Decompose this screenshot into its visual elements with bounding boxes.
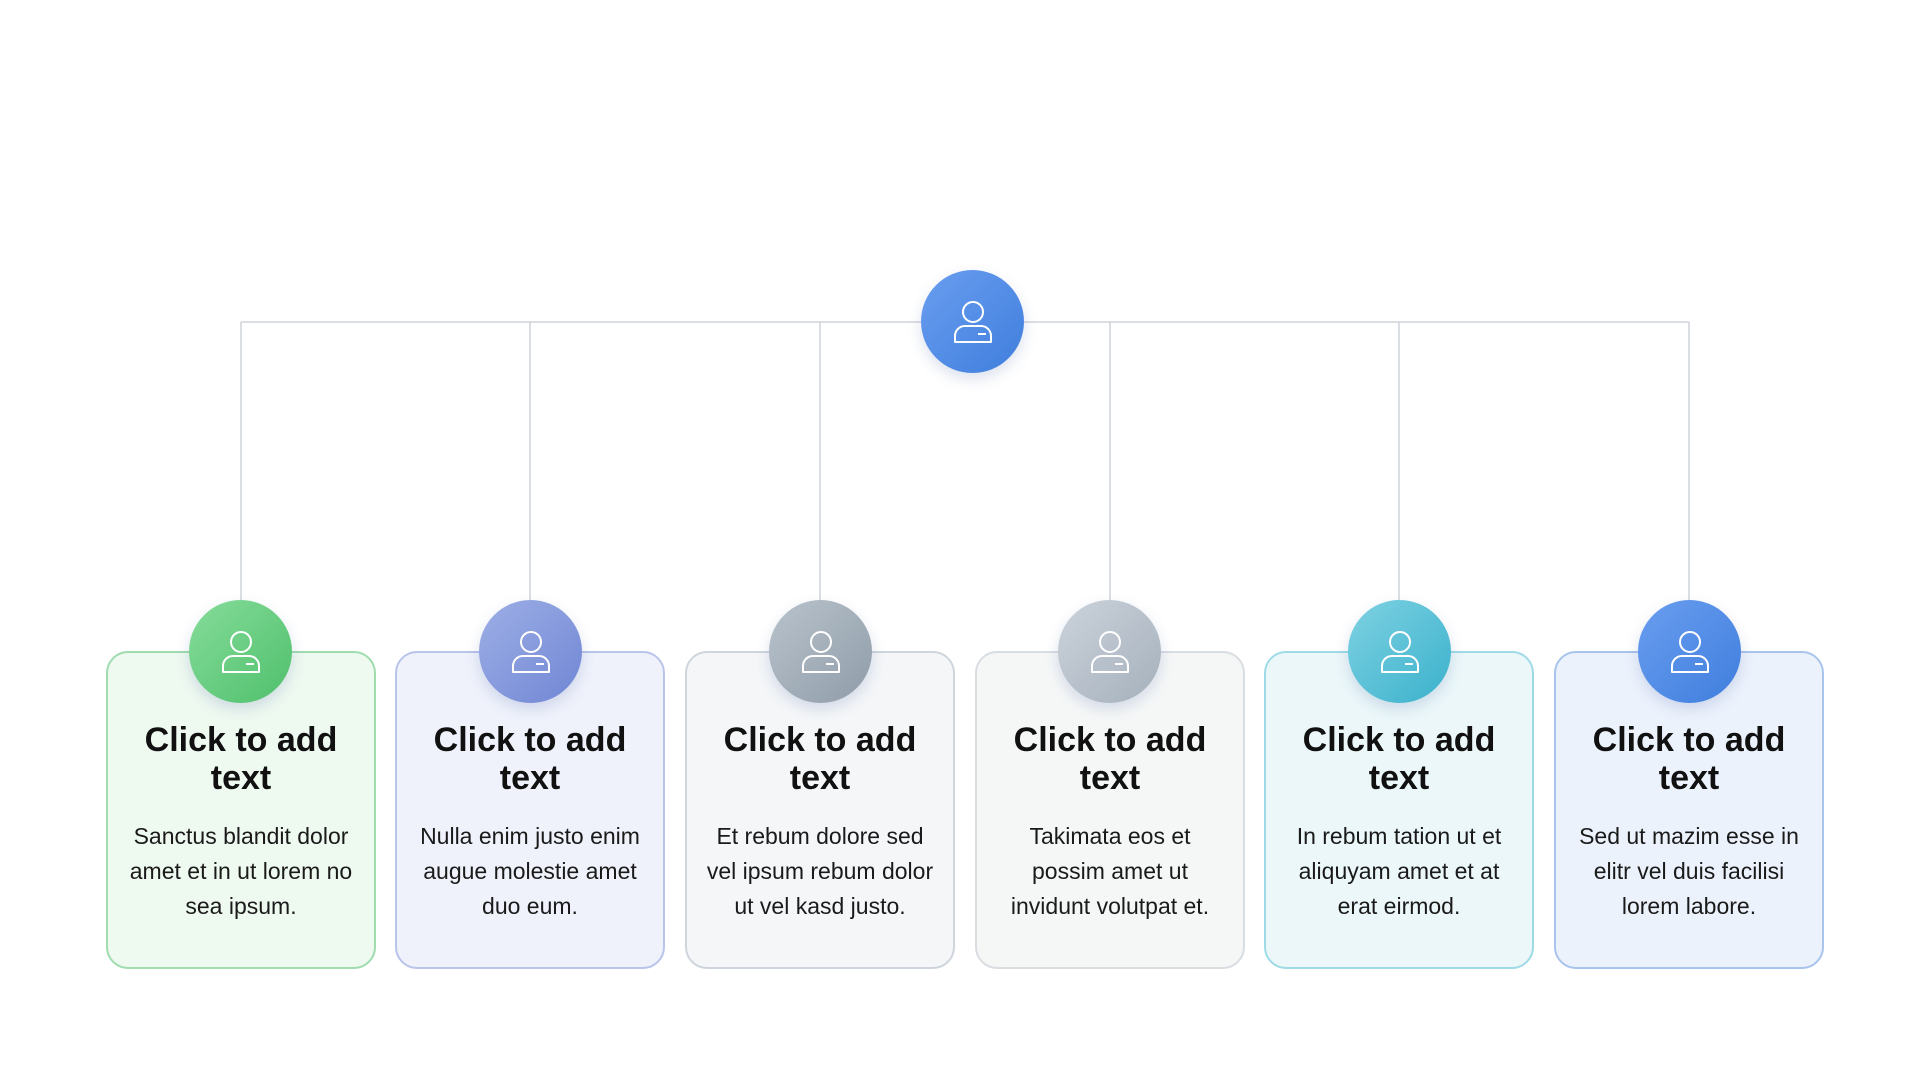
card-title[interactable]: Click to add text (433, 721, 627, 797)
card-6[interactable]: Click to add text Sed ut mazim esse in e… (1554, 651, 1824, 969)
card-title[interactable]: Click to add text (1302, 721, 1496, 797)
card-body[interactable]: Et rebum dolore sed vel ipsum rebum dolo… (706, 823, 934, 919)
card-5[interactable]: Click to add text In rebum tation ut et … (1264, 651, 1534, 969)
person-icon (1380, 630, 1419, 673)
card-1-avatar[interactable] (189, 600, 292, 703)
card-title[interactable]: Click to add text (1013, 721, 1207, 797)
person-icon (511, 630, 550, 673)
card-body[interactable]: Takimata eos et possim amet ut invidunt … (1010, 823, 1210, 919)
card-title[interactable]: Click to add text (144, 721, 338, 797)
person-icon (1670, 630, 1709, 673)
card-6-avatar[interactable] (1638, 600, 1741, 703)
card-3-avatar[interactable] (769, 600, 872, 703)
card-2[interactable]: Click to add text Nulla enim justo enim … (395, 651, 665, 969)
card-title[interactable]: Click to add text (723, 721, 917, 797)
card-body[interactable]: Sed ut mazim esse in elitr vel duis faci… (1579, 823, 1799, 919)
card-3[interactable]: Click to add text Et rebum dolore sed ve… (685, 651, 955, 969)
card-2-avatar[interactable] (479, 600, 582, 703)
card-body[interactable]: In rebum tation ut et aliquyam amet et a… (1296, 823, 1502, 919)
person-icon (221, 630, 260, 673)
card-4[interactable]: Click to add text Takimata eos et possim… (975, 651, 1245, 969)
card-5-avatar[interactable] (1348, 600, 1451, 703)
person-icon (1090, 630, 1129, 673)
person-icon (801, 630, 840, 673)
card-body[interactable]: Sanctus blandit dolor amet et in ut lore… (129, 823, 353, 919)
card-4-avatar[interactable] (1058, 600, 1161, 703)
card-title[interactable]: Click to add text (1592, 721, 1786, 797)
person-icon (953, 300, 992, 343)
root-avatar[interactable] (921, 270, 1024, 373)
card-body[interactable]: Nulla enim justo enim augue molestie ame… (420, 823, 640, 919)
